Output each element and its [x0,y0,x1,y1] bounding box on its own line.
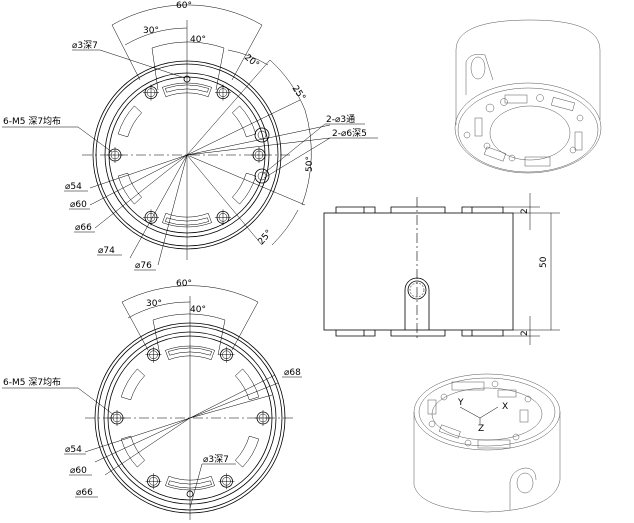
dia-66-label: ⌀66 [75,223,92,233]
side-hole [407,280,427,300]
slot [234,368,260,401]
slot [165,345,215,361]
slot [117,105,143,138]
axis-y-label: Y [457,398,464,408]
dia-76-label: ⌀76 [135,261,152,271]
side-elevation-view: 50 2 2 [323,193,560,345]
angle-40-label: 40° [190,305,206,315]
m5-holes-label: 6-M5 深7均布 [3,115,61,127]
coordinate-axes: Y X Z [457,398,508,434]
top-tab-2-label: 2 [520,208,530,214]
angle-dimensions [84,285,279,520]
slot [168,480,212,489]
slot [162,212,212,228]
slot [117,172,143,205]
axis-x-label: X [502,402,508,412]
angle-60-label: 60° [176,279,192,289]
counterbore-hole [254,168,270,184]
slot [165,84,209,93]
dia-60-label: ⌀60 [70,466,87,476]
angle-25-top-label: 25° [290,84,307,103]
angle-30-label: 30° [143,26,159,36]
angle-50-label: 50° [305,156,315,172]
through-hole-label: 2-⌀3通 [326,114,355,125]
slot [120,368,146,401]
dia-74-label: ⌀74 [98,246,115,256]
slot [231,172,257,205]
slot [231,105,257,138]
dia-54-label: ⌀54 [65,182,82,192]
dia-68-label: ⌀68 [284,368,301,378]
bottom-tab-2-label: 2 [520,330,530,336]
dia-66-label: ⌀66 [76,488,93,498]
slot [168,347,212,356]
m5-holes-label: 6-M5 深7均布 [3,376,61,388]
top-plan-view: 60° 30° 40° 20° 25° 50° 25° ⌀3深7 6-M5 深7… [2,1,378,271]
isometric-view-top-side: Y X Z [413,373,561,513]
dowel-hole-label: ⌀3深7 [203,454,229,465]
counterbore-label: 2-⌀6深5 [332,128,367,139]
angle-20-label: 20° [242,53,261,71]
slot [162,82,212,98]
slot [120,435,146,468]
slot [165,217,209,226]
axis-z-label: Z [478,424,484,434]
angle-dimensions [89,4,331,266]
dowel-hole-label: ⌀3深7 [72,40,98,51]
angle-30-label: 30° [146,299,162,309]
bottom-plan-view: 60° 30° 40° 6-M5 深7均布 ⌀68 ⌀54 ⌀60 ⌀66 ⌀3… [2,279,302,520]
dia-60-label: ⌀60 [70,200,87,210]
slot [165,475,215,491]
slot [234,435,260,468]
height-50-label: 50 [539,256,549,268]
dia-54-label: ⌀54 [65,445,82,455]
angle-60-label: 60° [176,1,192,11]
counterbore-hole [254,127,270,143]
isometric-view-bottom-side [454,19,602,174]
angle-40-label: 40° [190,35,206,45]
angle-25-bottom-label: 25° [257,228,275,247]
